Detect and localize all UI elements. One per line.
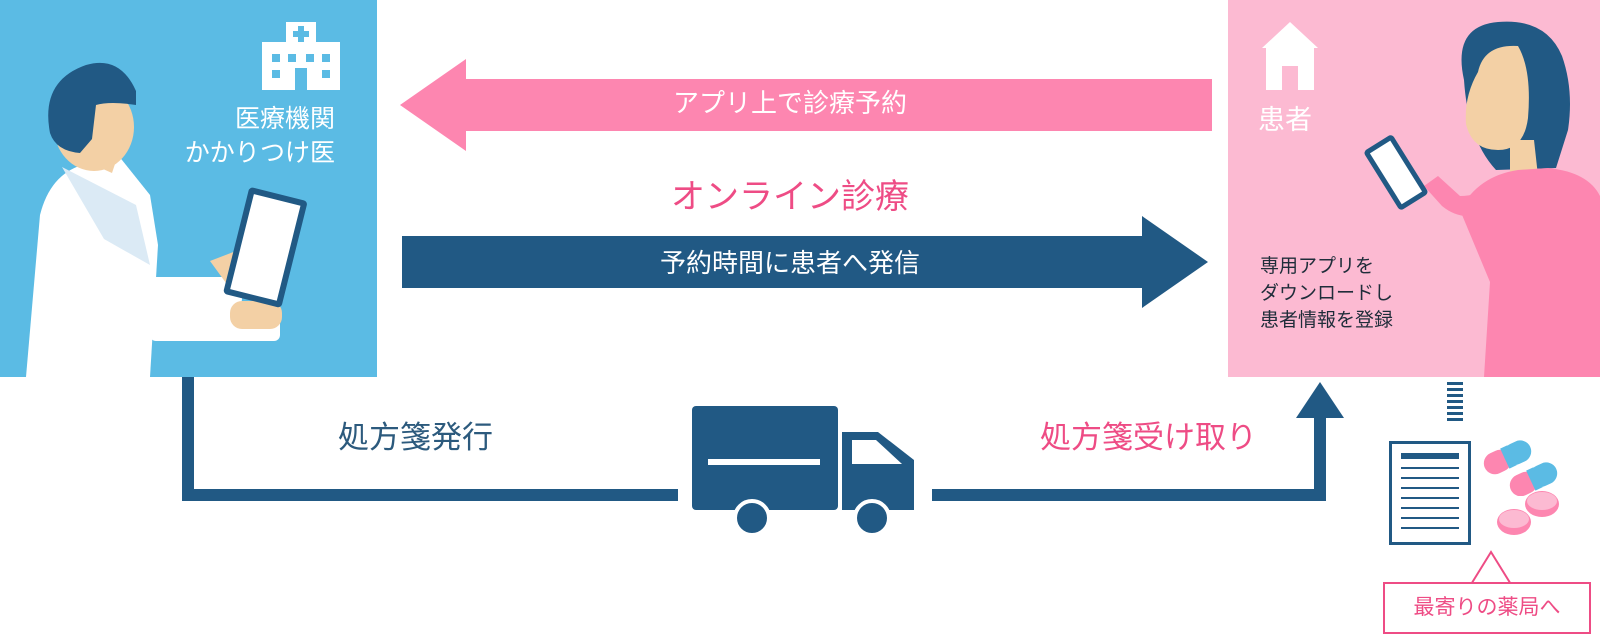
- patient-note-line3: 患者情報を登録: [1260, 309, 1394, 331]
- document-icon: [1389, 441, 1471, 545]
- hospital-label-line2: かかりつけ医: [184, 138, 335, 167]
- patient-label: 患者: [1258, 105, 1312, 136]
- house-icon: [1262, 22, 1318, 90]
- pharmacy-callout-text: 最寄りの薬局へ: [1413, 595, 1561, 619]
- hospital-icon: [262, 22, 340, 90]
- prescription-issue-label: 処方箋発行: [338, 420, 493, 456]
- notify-arrow: [402, 216, 1208, 308]
- hospital-label-line1: 医療機関: [234, 104, 335, 133]
- online-consultation-title: オンライン診療: [671, 177, 909, 217]
- reservation-arrow-label: アプリ上で診療予約: [672, 89, 907, 119]
- prescription-line-left: [182, 377, 678, 501]
- truck-icon: [692, 406, 914, 536]
- notify-arrow-label: 予約時間に患者へ発信: [659, 249, 920, 279]
- hospital-panel: 医療機関 かかりつけ医: [0, 0, 377, 377]
- doctor-illustration: [26, 62, 307, 377]
- patient-panel: 患者 専用アプリを ダウンロードし 患者情報を登録: [1228, 0, 1600, 377]
- prescription-receive-label: 処方箋受け取り: [1040, 420, 1257, 456]
- pharmacy-callout: [1383, 582, 1591, 634]
- patient-illustration: [1364, 21, 1600, 377]
- up-arrow-head: [1296, 382, 1344, 418]
- pill-icon: [1497, 491, 1559, 535]
- hospital-label: 医療機関 かかりつけ医: [150, 102, 335, 170]
- pharmacy-connector: [1447, 382, 1463, 421]
- patient-note: 専用アプリを ダウンロードし 患者情報を登録: [1260, 253, 1393, 334]
- capsule-icon: [1483, 440, 1558, 496]
- reservation-arrow: [400, 59, 1212, 151]
- patient-note-line2: ダウンロードし: [1260, 282, 1394, 304]
- patient-note-line1: 専用アプリを: [1260, 255, 1375, 277]
- prescription-line-right: [932, 412, 1326, 501]
